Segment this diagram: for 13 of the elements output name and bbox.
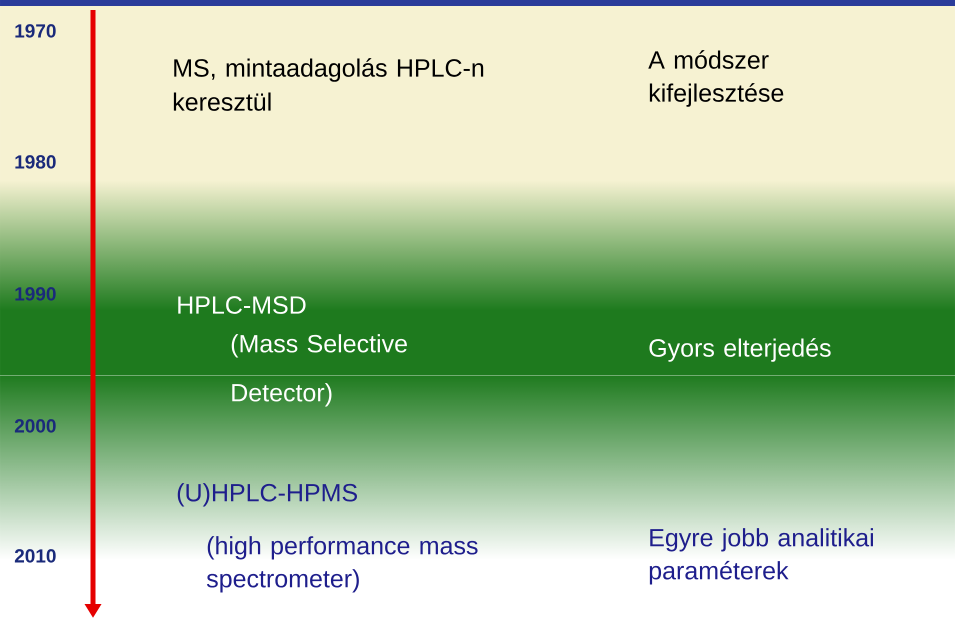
stage-title: HPLC-MSD bbox=[178, 296, 306, 314]
year-label: 1980 bbox=[15, 155, 56, 169]
stage-note: Egyre jobb analitikai paraméterek bbox=[650, 528, 873, 584]
stage-description: (high performance mass spectrometer) bbox=[206, 536, 478, 592]
year-label: 2010 bbox=[14, 549, 56, 563]
year-label: 2000 bbox=[14, 419, 56, 433]
stage-note: A módszer kifejlesztése bbox=[648, 50, 784, 107]
stage-description: MS, mintaadagolás HPLC-n keresztül bbox=[174, 58, 484, 111]
stage-note: Gyors elterjedés bbox=[649, 338, 831, 362]
year-label: 1990 bbox=[15, 287, 56, 301]
stage-title: (U)HPLC-HPMS bbox=[178, 483, 357, 506]
year-label: 1970 bbox=[15, 24, 56, 38]
stage-description: (Mass Selective Detector) bbox=[232, 334, 407, 406]
